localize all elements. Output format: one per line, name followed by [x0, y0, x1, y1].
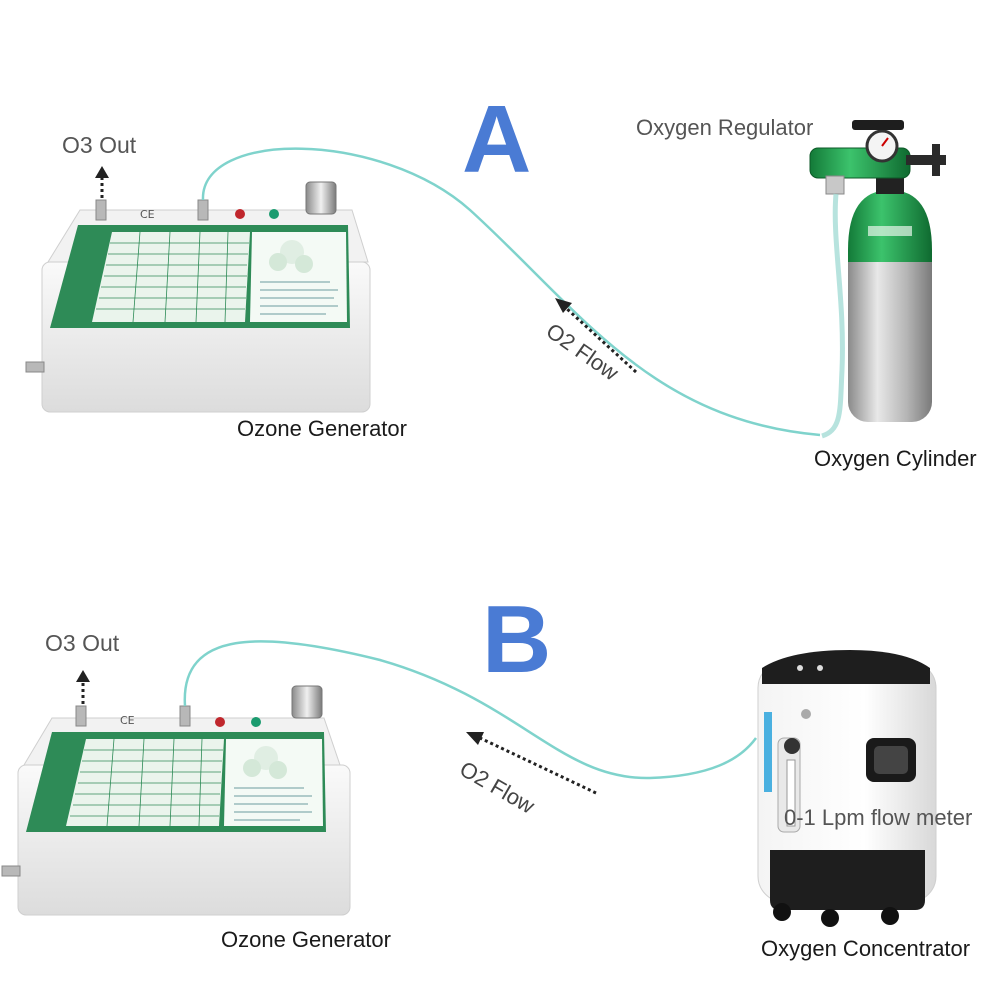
- flow-meter-label: 0-1 Lpm flow meter: [784, 805, 973, 830]
- ce-mark-b: CE: [120, 714, 135, 727]
- ozone-generator-b: CE: [1, 685, 351, 916]
- o2-flow-arrow-a: [555, 298, 638, 374]
- o2-flow-arrow-b: [466, 732, 597, 795]
- ozone-generator-label-b: Ozone Generator: [221, 927, 391, 952]
- o3-out-label-b: O3 Out: [45, 630, 120, 656]
- o3-out-arrow-a: [95, 166, 109, 198]
- oxygen-regulator-label: Oxygen Regulator: [636, 115, 814, 140]
- ozone-generator-label-a: Ozone Generator: [237, 416, 407, 441]
- oxygen-tube-a: [201, 147, 821, 437]
- oxygen-regulator: [809, 120, 946, 195]
- ozone-generator-a: CE: [25, 181, 371, 413]
- ce-mark-a: CE: [140, 208, 155, 221]
- oxygen-concentrator: [757, 650, 937, 927]
- oxygen-tube-b: [183, 640, 758, 780]
- regulator-tube: [821, 193, 845, 439]
- oxygen-cylinder-label: Oxygen Cylinder: [814, 446, 977, 471]
- setup-letter-b: B: [482, 586, 552, 693]
- setup-letter-a: A: [462, 86, 532, 193]
- o3-out-arrow-b: [76, 670, 90, 704]
- oxygen-concentrator-label: Oxygen Concentrator: [761, 936, 971, 961]
- oxygen-cylinder: [848, 172, 932, 422]
- o3-out-label-a: O3 Out: [62, 132, 137, 158]
